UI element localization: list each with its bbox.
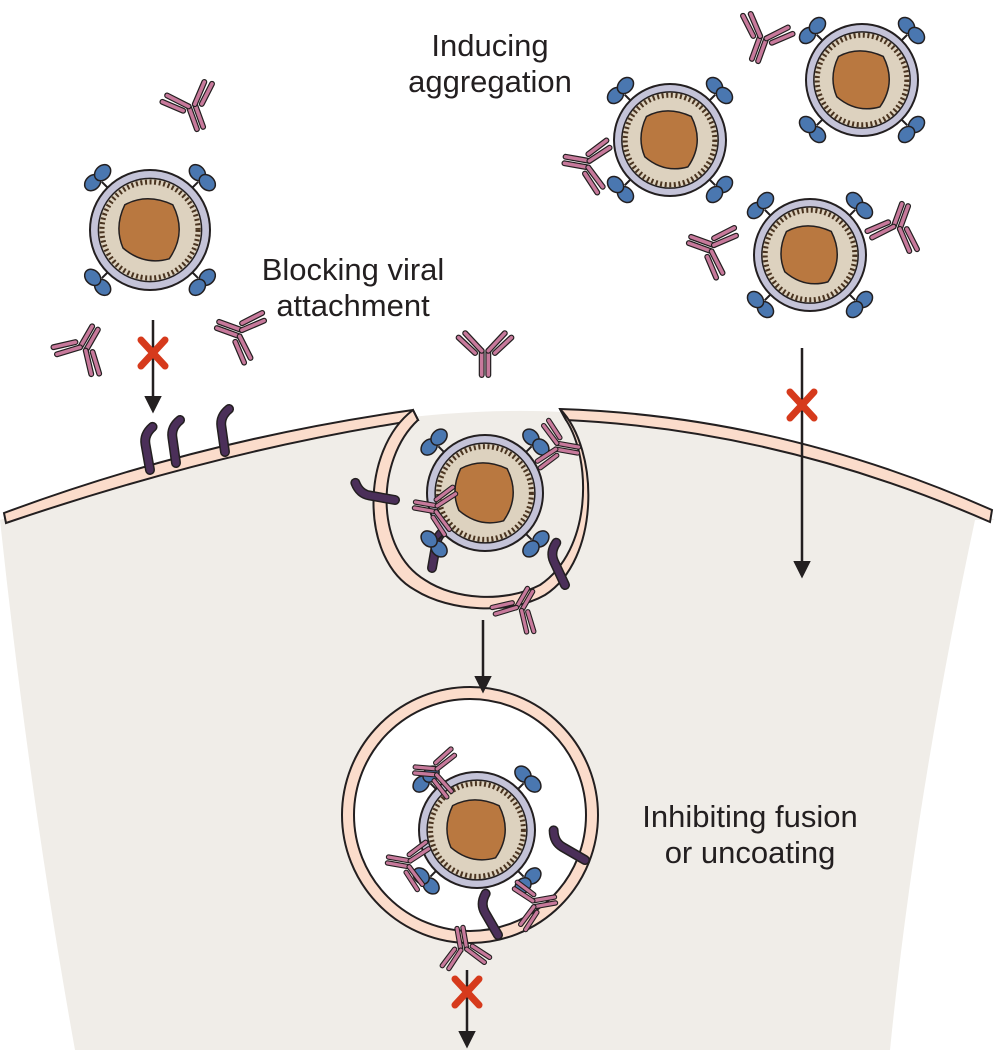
virion-icon: [412, 765, 542, 895]
antibody-icon: [685, 225, 740, 281]
antibody-icon: [411, 484, 459, 538]
label-blocking-attachment-line1: Blocking viral: [261, 252, 445, 287]
antibody-icon: [534, 417, 582, 471]
endocytic-pit: [372, 408, 590, 610]
antibody-icon: [864, 200, 920, 255]
virion-icon: [606, 76, 734, 204]
block-x-icon: [451, 975, 483, 1009]
label-inducing-aggregation-line2: aggregation: [408, 64, 572, 99]
virion-icon: [420, 428, 550, 558]
antibody-icon: [740, 10, 796, 65]
virion-icon: [798, 16, 926, 144]
arrows: [137, 320, 818, 1049]
antibody-icon: [489, 585, 537, 635]
label-inhibiting-fusion-line2: or uncoating: [664, 835, 836, 870]
virion-icon: [746, 191, 874, 319]
label-blocking-attachment-line2: attachment: [276, 288, 430, 323]
receptor-icon: [140, 421, 158, 475]
antibody-icon: [561, 137, 613, 196]
receptor-icon: [548, 825, 590, 865]
antibody-icon: [511, 879, 559, 933]
antibody-icon: [384, 839, 432, 893]
receptor-icon: [167, 415, 186, 468]
antibody-icon: [159, 78, 215, 133]
receptor-icon: [216, 404, 235, 457]
block-x-icon: [137, 336, 169, 370]
label-inhibiting-fusion: Inhibiting fusion or uncoating: [612, 799, 888, 871]
antibodies: [50, 10, 920, 972]
antibody-icon: [455, 330, 515, 378]
receptor-icon: [477, 888, 503, 940]
label-inducing-aggregation: Inducing aggregation: [382, 28, 598, 100]
receptor-icon: [350, 477, 400, 505]
label-blocking-attachment: Blocking viral attachment: [236, 252, 470, 324]
cell-membrane-right: [558, 407, 994, 524]
label-inhibiting-fusion-line1: Inhibiting fusion: [642, 799, 858, 834]
antibody-icon: [412, 746, 458, 800]
receptor-icon: [547, 537, 570, 590]
virions: [83, 16, 926, 895]
antibody-icon: [213, 310, 268, 366]
cell-receptors: [140, 404, 590, 940]
antibody-icon: [50, 323, 103, 378]
antibody-icon: [439, 924, 493, 972]
virion-icon: [83, 163, 217, 297]
label-inducing-aggregation-line1: Inducing: [431, 28, 549, 63]
block-x-icon: [786, 388, 818, 422]
